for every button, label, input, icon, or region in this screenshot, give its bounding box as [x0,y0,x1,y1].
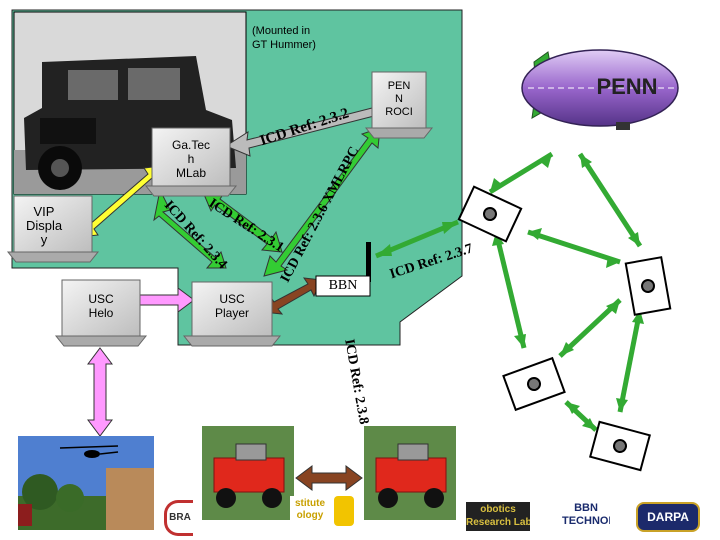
robot-icon [457,185,523,243]
bbn-label: BBN [328,278,358,293]
helicopter-photo [18,436,154,530]
robot-network-arrowheads [376,154,644,430]
arrow-gatech-player [202,191,283,253]
logo-penn [18,504,32,526]
arrow-robots [295,465,363,491]
logo-robotics: obotics Research Lab [466,502,530,531]
computer-usc-helo [54,279,148,347]
logo-bbn-tech: BBN TECHNOLOGIES [562,502,610,530]
usc-helo-label: USC Helo [88,292,114,320]
computer-gatech [144,127,238,197]
robot-photo-right [364,426,456,520]
robot-photo-left [202,426,294,520]
robot-icon [624,256,672,316]
penn-roci-label: PEN N ROCI [385,80,413,118]
logo-bra: BRA [164,500,193,536]
gatech-label: Ga.Tec h MLab [171,138,210,180]
mount-note: (Mounted in GT Hummer) [252,25,316,51]
usc-player-label: USC Player [214,292,249,320]
logo-darpa: DARPA [636,502,700,532]
penn-blimp-label: PENN [596,74,658,99]
blimp [521,49,679,130]
arrow-vip-player [153,188,227,269]
computer-vip [6,195,100,263]
computer-penn-roci [364,71,434,139]
logo-institute: stitute ology [290,496,330,528]
logo-bee [334,496,354,526]
vip-label: VIP Displa y [25,204,63,247]
computer-usc-player [182,281,282,347]
robot-icon [589,420,651,472]
arrow-helo-photo [87,347,113,437]
bbn-pole [366,242,371,282]
robot-icon [502,356,566,412]
bbn-box [315,275,371,297]
